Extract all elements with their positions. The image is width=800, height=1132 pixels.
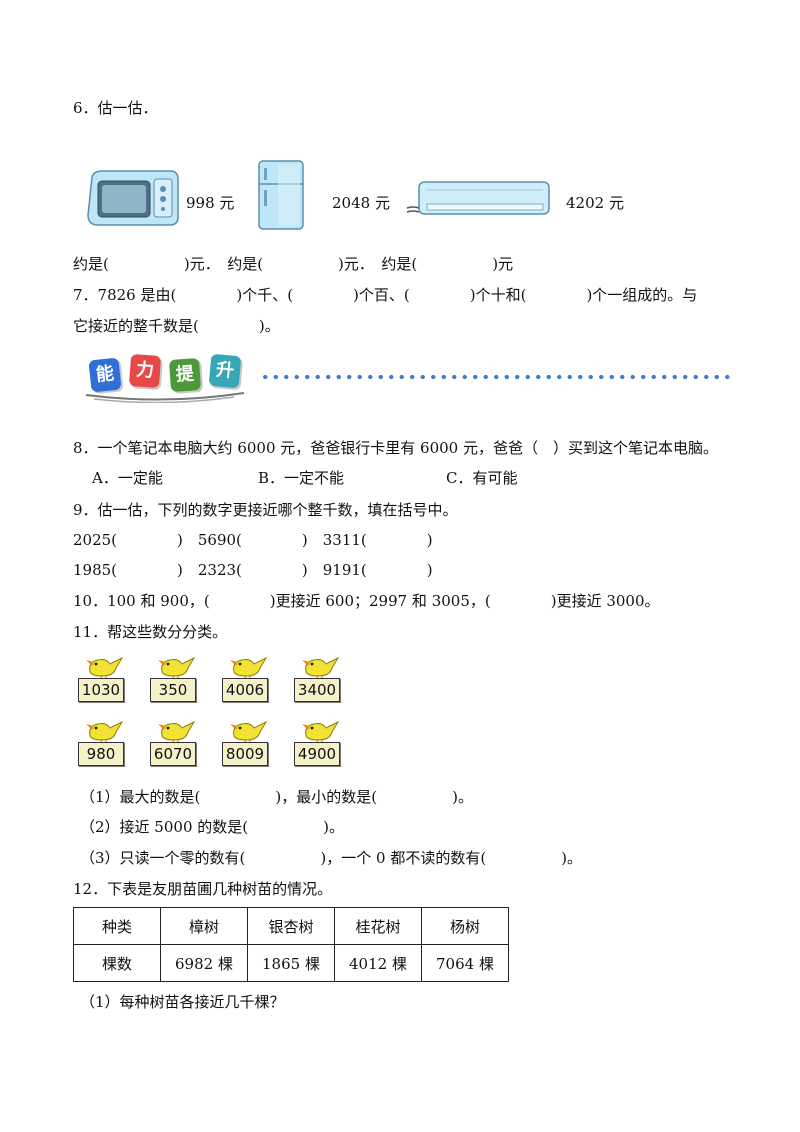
number-card-value: 8009 [222, 742, 268, 766]
number-card: 4006 [222, 654, 270, 704]
table-cell: 1865 棵 [247, 944, 335, 982]
q11-sub1: （1）最大的数是( )，最小的数是( )。 [80, 788, 473, 806]
q12-title: 12．下表是友朋苗圃几种树苗的情况。 [73, 880, 333, 898]
refrigerator-price: 2048 元 [332, 194, 390, 212]
bird-icon [302, 720, 340, 744]
number-card-value: 350 [150, 678, 196, 702]
badge-swoosh-icon [85, 392, 245, 403]
badge-char-3: 提 [168, 357, 202, 393]
q10-text: 10．100 和 900，( )更接近 600；2997 和 3005，( )更… [73, 592, 660, 610]
q11-sub2: （2）接近 5000 的数是( )。 [80, 818, 344, 836]
bird-icon [86, 656, 124, 680]
q9-row1: 2025( ) 5690( ) 3311( ) [73, 531, 433, 549]
table-header-cell: 杨树 [421, 907, 509, 945]
badge-char-2: 力 [128, 353, 162, 389]
number-card: 6070 [150, 718, 198, 768]
table-cell: 4012 棵 [334, 944, 422, 982]
bird-icon [158, 656, 196, 680]
microwave-icon [87, 170, 179, 226]
number-card: 1030 [78, 654, 126, 704]
number-card-value: 980 [78, 742, 124, 766]
number-card: 8009 [222, 718, 270, 768]
number-card-value: 1030 [78, 678, 124, 702]
refrigerator-icon [258, 160, 304, 230]
q11-sub3: （3）只读一个零的数有( )，一个 0 都不读的数有( )。 [80, 849, 583, 867]
number-card: 980 [78, 718, 126, 768]
q8-option-b: B．一定不能 [258, 469, 345, 487]
q6-answer-line: 约是( )元． 约是( )元． 约是( )元 [73, 255, 514, 273]
q7-line1: 7．7826 是由( )个千、( )个百、( )个十和( )个一组成的。与 [73, 286, 698, 304]
number-card-value: 3400 [294, 678, 340, 702]
bird-icon [230, 656, 268, 680]
number-card-value: 4900 [294, 742, 340, 766]
table-header-cell: 种类 [73, 907, 161, 945]
number-card: 350 [150, 654, 198, 704]
number-card: 3400 [294, 654, 342, 704]
q12-sub1: （1）每种树苗各接近几千棵？ [80, 993, 285, 1011]
q9-row2: 1985( ) 2323( ) 9191( ) [73, 561, 433, 579]
q6-title: 6．估一估． [73, 99, 158, 117]
q8-question: 8．一个笔记本电脑大约 6000 元，爸爸银行卡里有 6000 元，爸爸（ ）买… [73, 439, 718, 457]
bird-icon [158, 720, 196, 744]
table-header-row: 种类 樟树 银杏树 桂花树 杨树 [73, 907, 509, 945]
q11-title: 11．帮这些数分分类。 [73, 623, 228, 641]
bird-icon [230, 720, 268, 744]
q8-option-c: C．有可能 [446, 469, 518, 487]
table-header-cell: 银杏树 [247, 907, 335, 945]
number-card-value: 4006 [222, 678, 268, 702]
section-badge-ability-improvement: 能 力 提 升 [84, 353, 734, 403]
table-header-cell: 樟树 [160, 907, 248, 945]
q8-option-a: A．一定能 [92, 469, 163, 487]
badge-char-1: 能 [88, 357, 122, 393]
table-cell: 棵数 [73, 944, 161, 982]
bird-icon [86, 720, 124, 744]
q7-line2: 它接近的整千数是( )。 [73, 317, 280, 335]
badge-char-4: 升 [208, 353, 242, 389]
microwave-price: 998 元 [186, 194, 235, 212]
table-row: 棵数 6982 棵 1865 棵 4012 棵 7064 棵 [73, 944, 509, 982]
table-header-cell: 桂花树 [334, 907, 422, 945]
air-conditioner-icon [406, 181, 550, 215]
bird-icon [302, 656, 340, 680]
dotted-divider [260, 375, 730, 379]
number-card-value: 6070 [150, 742, 196, 766]
tree-seedling-table: 种类 樟树 银杏树 桂花树 杨树 棵数 6982 棵 1865 棵 4012 棵… [73, 907, 509, 982]
air-conditioner-price: 4202 元 [566, 194, 624, 212]
table-cell: 6982 棵 [160, 944, 248, 982]
q9-title: 9．估一估，下列的数字更接近哪个整千数，填在括号中。 [73, 501, 458, 519]
table-cell: 7064 棵 [421, 944, 509, 982]
number-card: 4900 [294, 718, 342, 768]
